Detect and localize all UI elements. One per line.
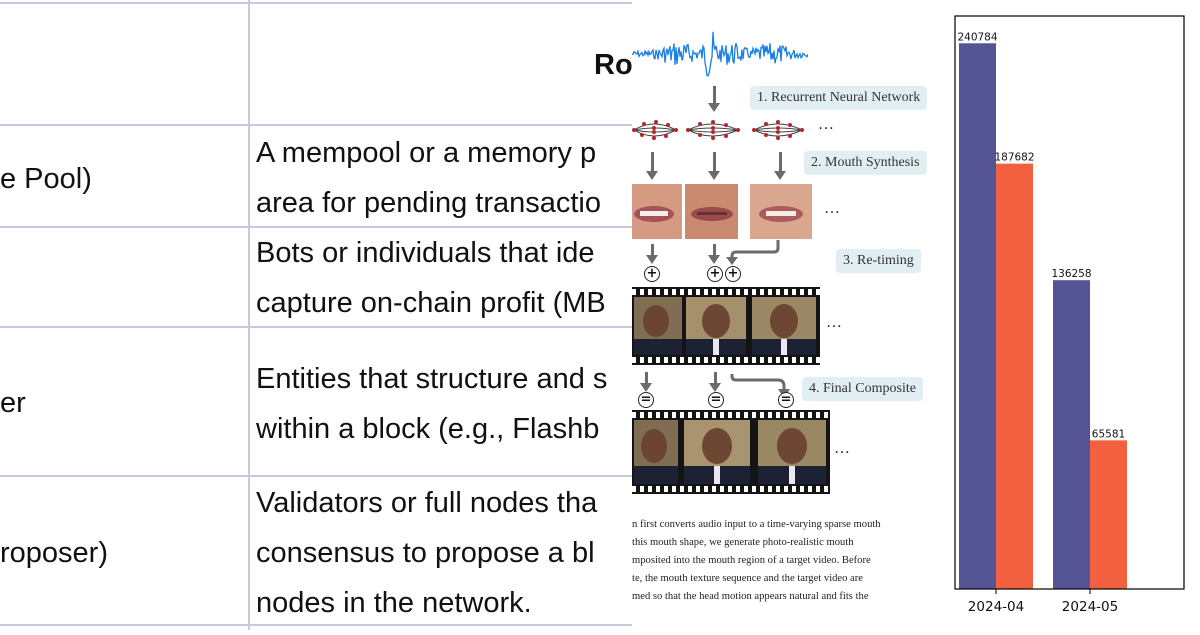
step-label-final-composite: 4. Final Composite bbox=[802, 377, 923, 401]
figure-caption: n first converts audio input to a time-v… bbox=[632, 516, 938, 606]
caption-line: te, the mouth texture sequence and the t… bbox=[632, 573, 864, 584]
video-frame bbox=[634, 297, 682, 355]
caption-line: n first converts audio input to a time-v… bbox=[632, 519, 881, 530]
bar-value-label: 240784 bbox=[957, 31, 997, 43]
row-description: A mempool or a memory p bbox=[256, 137, 597, 169]
flow-arrow bbox=[708, 86, 720, 112]
chart-bar bbox=[1090, 440, 1127, 589]
plus-operator: + bbox=[644, 266, 660, 282]
step-label-retiming: 3. Re-timing bbox=[836, 249, 921, 273]
retimed-video-filmstrip bbox=[632, 287, 820, 365]
row-description: consensus to propose a bl bbox=[256, 537, 595, 569]
row-divider bbox=[0, 226, 632, 228]
plus-operator: + bbox=[725, 266, 741, 282]
x-tick-label: 2024-05 bbox=[1062, 599, 1118, 615]
step-label-rnn: 1. Recurrent Neural Network bbox=[750, 86, 928, 110]
flow-arrow bbox=[646, 152, 658, 180]
row-divider bbox=[0, 124, 632, 126]
video-frame bbox=[686, 297, 746, 355]
row-name: roposer) bbox=[0, 537, 108, 569]
bar-chart: 240784 187682 2024-04 136258 65581 2024-05 bbox=[944, 0, 1200, 630]
bar-value-label: 187682 bbox=[994, 152, 1034, 164]
row-divider bbox=[0, 475, 632, 477]
video-frame bbox=[634, 420, 678, 484]
video-frame bbox=[752, 297, 816, 355]
caption-line: mposited into the mouth region of a targ… bbox=[632, 555, 871, 566]
retiming-arrow bbox=[726, 240, 780, 265]
equals-operator: = bbox=[778, 392, 794, 408]
table-panel: Ro e Pool) A mempool or a memory p area … bbox=[0, 0, 632, 630]
row-description: area for pending transactio bbox=[256, 187, 601, 219]
mouth-texture-photo bbox=[750, 184, 812, 239]
equals-operator: = bbox=[638, 392, 654, 408]
row-description: capture on-chain profit (MB bbox=[256, 287, 606, 319]
row-description: within a block (e.g., Flashb bbox=[256, 413, 600, 445]
x-tick-label: 2024-04 bbox=[968, 599, 1024, 615]
sparse-mouth-shapes bbox=[632, 120, 804, 140]
row-name: er bbox=[0, 387, 26, 419]
chart-bar bbox=[996, 163, 1033, 590]
equals-operator: = bbox=[708, 392, 724, 408]
bar-chart-svg: 240784 187682 2024-04 136258 65581 2024-05 bbox=[954, 15, 1185, 615]
audio-waveform bbox=[632, 31, 808, 77]
bar-value-label: 65581 bbox=[1092, 428, 1125, 440]
bar-value-label: 136258 bbox=[1051, 268, 1091, 280]
chart-bar bbox=[959, 43, 996, 590]
video-frame bbox=[758, 420, 826, 484]
row-description: Validators or full nodes tha bbox=[256, 487, 598, 519]
final-composite-filmstrip bbox=[632, 410, 830, 494]
plus-operator: + bbox=[707, 266, 723, 282]
mouth-texture-photo bbox=[685, 184, 738, 239]
row-description: Bots or individuals that ide bbox=[256, 237, 595, 269]
table-header-title: Ro bbox=[594, 49, 632, 81]
flow-arrow bbox=[774, 152, 786, 180]
flow-arrow bbox=[709, 372, 721, 392]
row-description: Entities that structure and s bbox=[256, 363, 608, 395]
row-name: e Pool) bbox=[0, 163, 92, 195]
flow-arrow bbox=[708, 152, 720, 180]
chart-bar bbox=[1053, 280, 1090, 589]
column-divider bbox=[248, 0, 250, 630]
mouth-texture-photo bbox=[632, 184, 682, 239]
step-label-mouth-synthesis: 2. Mouth Synthesis bbox=[804, 151, 927, 175]
row-divider bbox=[0, 624, 632, 626]
row-description: nodes in the network. bbox=[256, 587, 532, 619]
row-divider bbox=[0, 326, 632, 328]
ellipsis: … bbox=[818, 116, 834, 133]
ellipsis: … bbox=[824, 200, 840, 217]
ellipsis: … bbox=[826, 314, 842, 331]
flow-arrow bbox=[640, 372, 652, 392]
caption-line: this mouth shape, we generate photo-real… bbox=[632, 537, 854, 548]
flow-arrow bbox=[708, 244, 720, 264]
ellipsis: … bbox=[834, 440, 850, 457]
plot-frame bbox=[954, 15, 1185, 590]
caption-line: med so that the head motion appears natu… bbox=[632, 591, 869, 602]
flow-arrow bbox=[646, 244, 658, 264]
row-divider bbox=[0, 2, 632, 4]
paper-figure: 1. Recurrent Neural Network 2. Mouth Syn… bbox=[632, 0, 944, 630]
video-frame bbox=[684, 420, 750, 484]
